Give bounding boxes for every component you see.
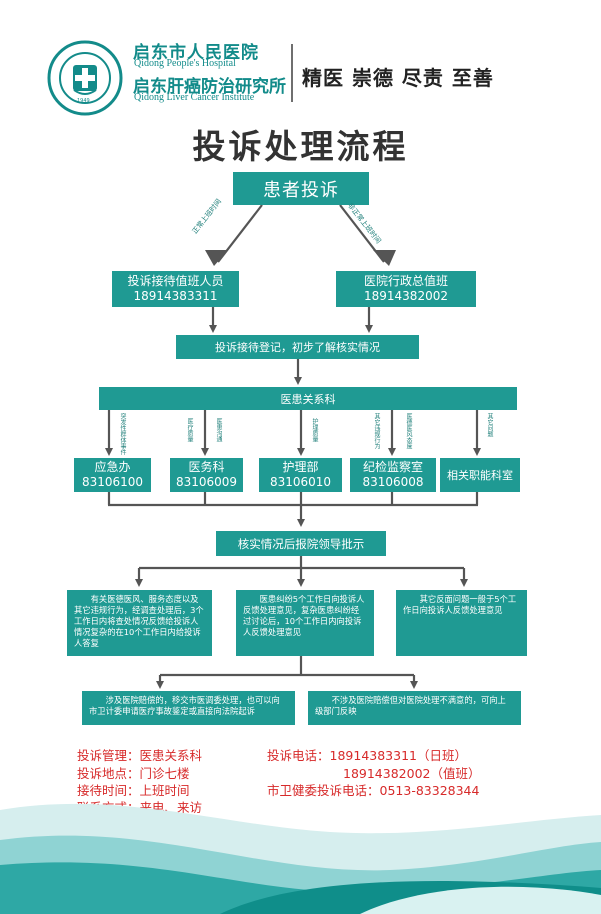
wave-decoration: [0, 803, 601, 914]
duty-staff-box: 投诉接待值班人员 18914383311: [112, 271, 239, 307]
complaint-management-label: 投诉管理：: [77, 748, 140, 763]
complaint-location: 投诉地点：门诊七楼: [77, 763, 190, 782]
dept-name: 应急办: [94, 460, 131, 474]
dept-related-functional: 相关职能科室: [440, 458, 520, 492]
complaint-management: 投诉管理：医患关系科: [77, 745, 202, 764]
health-commission-label: 市卫健委投诉电话：: [267, 783, 380, 798]
dept-name: 纪检监察室: [362, 460, 423, 474]
complaint-phone-night: 18914382002（值班）: [343, 766, 481, 781]
hospital-motto: 精医 崇德 尽责 至善: [302, 66, 494, 90]
footer-info: 投诉管理：医患关系科 投诉地点：门诊七楼 接待时间：上班时间 联系方式：来电、来…: [77, 745, 547, 815]
duty-staff-phone: 18914383311: [133, 289, 218, 303]
final-compensation-box: 涉及医院赔偿的，移交市医调委处理，也可以向市卫计委申请医疗事故鉴定或直接向法院起…: [82, 691, 295, 725]
dept-phone: 83106010: [269, 475, 332, 489]
dept-medical-affairs: 医务科 83106009: [170, 458, 243, 492]
institute-name-en: Qidong Liver Cancer Institute: [134, 92, 255, 103]
branch-note-other: 其它问题: [486, 413, 493, 437]
complaint-phone-day: 18914383311（日班）: [329, 748, 467, 763]
complaint-location-value: 门诊七楼: [139, 766, 190, 781]
dept-discipline: 纪检监察室 83106008: [350, 458, 436, 492]
register-box: 投诉接待登记，初步了解核实情况: [176, 335, 419, 359]
branch-note-quality: 医疗质量: [186, 418, 193, 442]
branch-note-violation: 其它违规行为: [373, 413, 380, 449]
reception-time: 接待时间：上班时间: [77, 780, 190, 799]
branch-note-nursing: 护理质量: [311, 418, 318, 442]
complaint-location-label: 投诉地点：: [77, 766, 140, 781]
dept-name: 医务科: [188, 460, 225, 474]
hospital-name-en: Qidong People's Hospital: [134, 58, 236, 69]
hospital-logo: [47, 40, 123, 116]
detail-dispute-box: 医患纠纷5个工作日向投诉人反馈处理意见，复杂医患纠纷经过讨论后，10个工作日内向…: [236, 590, 374, 656]
admin-duty-phone: 18914382002: [364, 289, 448, 303]
reception-time-value: 上班时间: [139, 783, 190, 798]
hospital-name-cn: 启东市人民医院: [133, 43, 259, 63]
duty-staff-title: 投诉接待值班人员: [127, 274, 224, 288]
institute-name-cn: 启东肝癌防治研究所: [133, 77, 286, 97]
report-leadership-box: 核实情况后报院领导批示: [216, 531, 386, 556]
dept-phone: 83106009: [175, 475, 238, 489]
detail-other-box: 其它反面问题一般于5个工作日向投诉人反馈处理意见: [396, 590, 527, 656]
complaint-phone-label: 投诉电话：: [267, 748, 330, 763]
page-title: 投诉处理流程: [192, 127, 409, 166]
dept-emergency-office: 应急办 83106100: [74, 458, 151, 492]
admin-duty-box: 医院行政总值班 18914382002: [336, 271, 476, 307]
detail-ethics-box: 有关医德医风、服务态度以及其它违规行为，经调查处理后，3个工作日内将查处情况反馈…: [67, 590, 212, 656]
dept-phone: 83106100: [81, 475, 144, 489]
reception-time-label: 接待时间：: [77, 783, 140, 798]
complaint-phone: 投诉电话：18914383311（日班）: [267, 745, 467, 764]
patient-relations-box: 医患关系科: [99, 387, 517, 410]
admin-duty-title: 医院行政总值班: [363, 274, 448, 288]
dept-nursing: 护理部 83106010: [259, 458, 342, 492]
final-no-compensation-box: 不涉及医院赔偿但对医院处理不满意的，可向上级部门反映: [308, 691, 521, 725]
health-commission-value: 0513-83328344: [379, 783, 480, 798]
branch-note-emergency: 突发性群体事件: [119, 413, 126, 455]
branch-note-ethics: 医德医风态度: [405, 413, 412, 449]
branch-note-communication: 医患沟通: [215, 418, 222, 442]
health-commission-phone: 市卫健委投诉电话：0513-83328344: [267, 780, 479, 799]
dept-name: 护理部: [282, 460, 319, 474]
complaint-management-value: 医患关系科: [139, 748, 203, 763]
header-divider: [291, 44, 293, 102]
dept-phone: 83106008: [362, 475, 424, 489]
patient-complaint-box: 患者投诉: [233, 172, 369, 205]
dept-name: 相关职能科室: [447, 469, 513, 482]
logo-year: 1949: [77, 98, 90, 104]
